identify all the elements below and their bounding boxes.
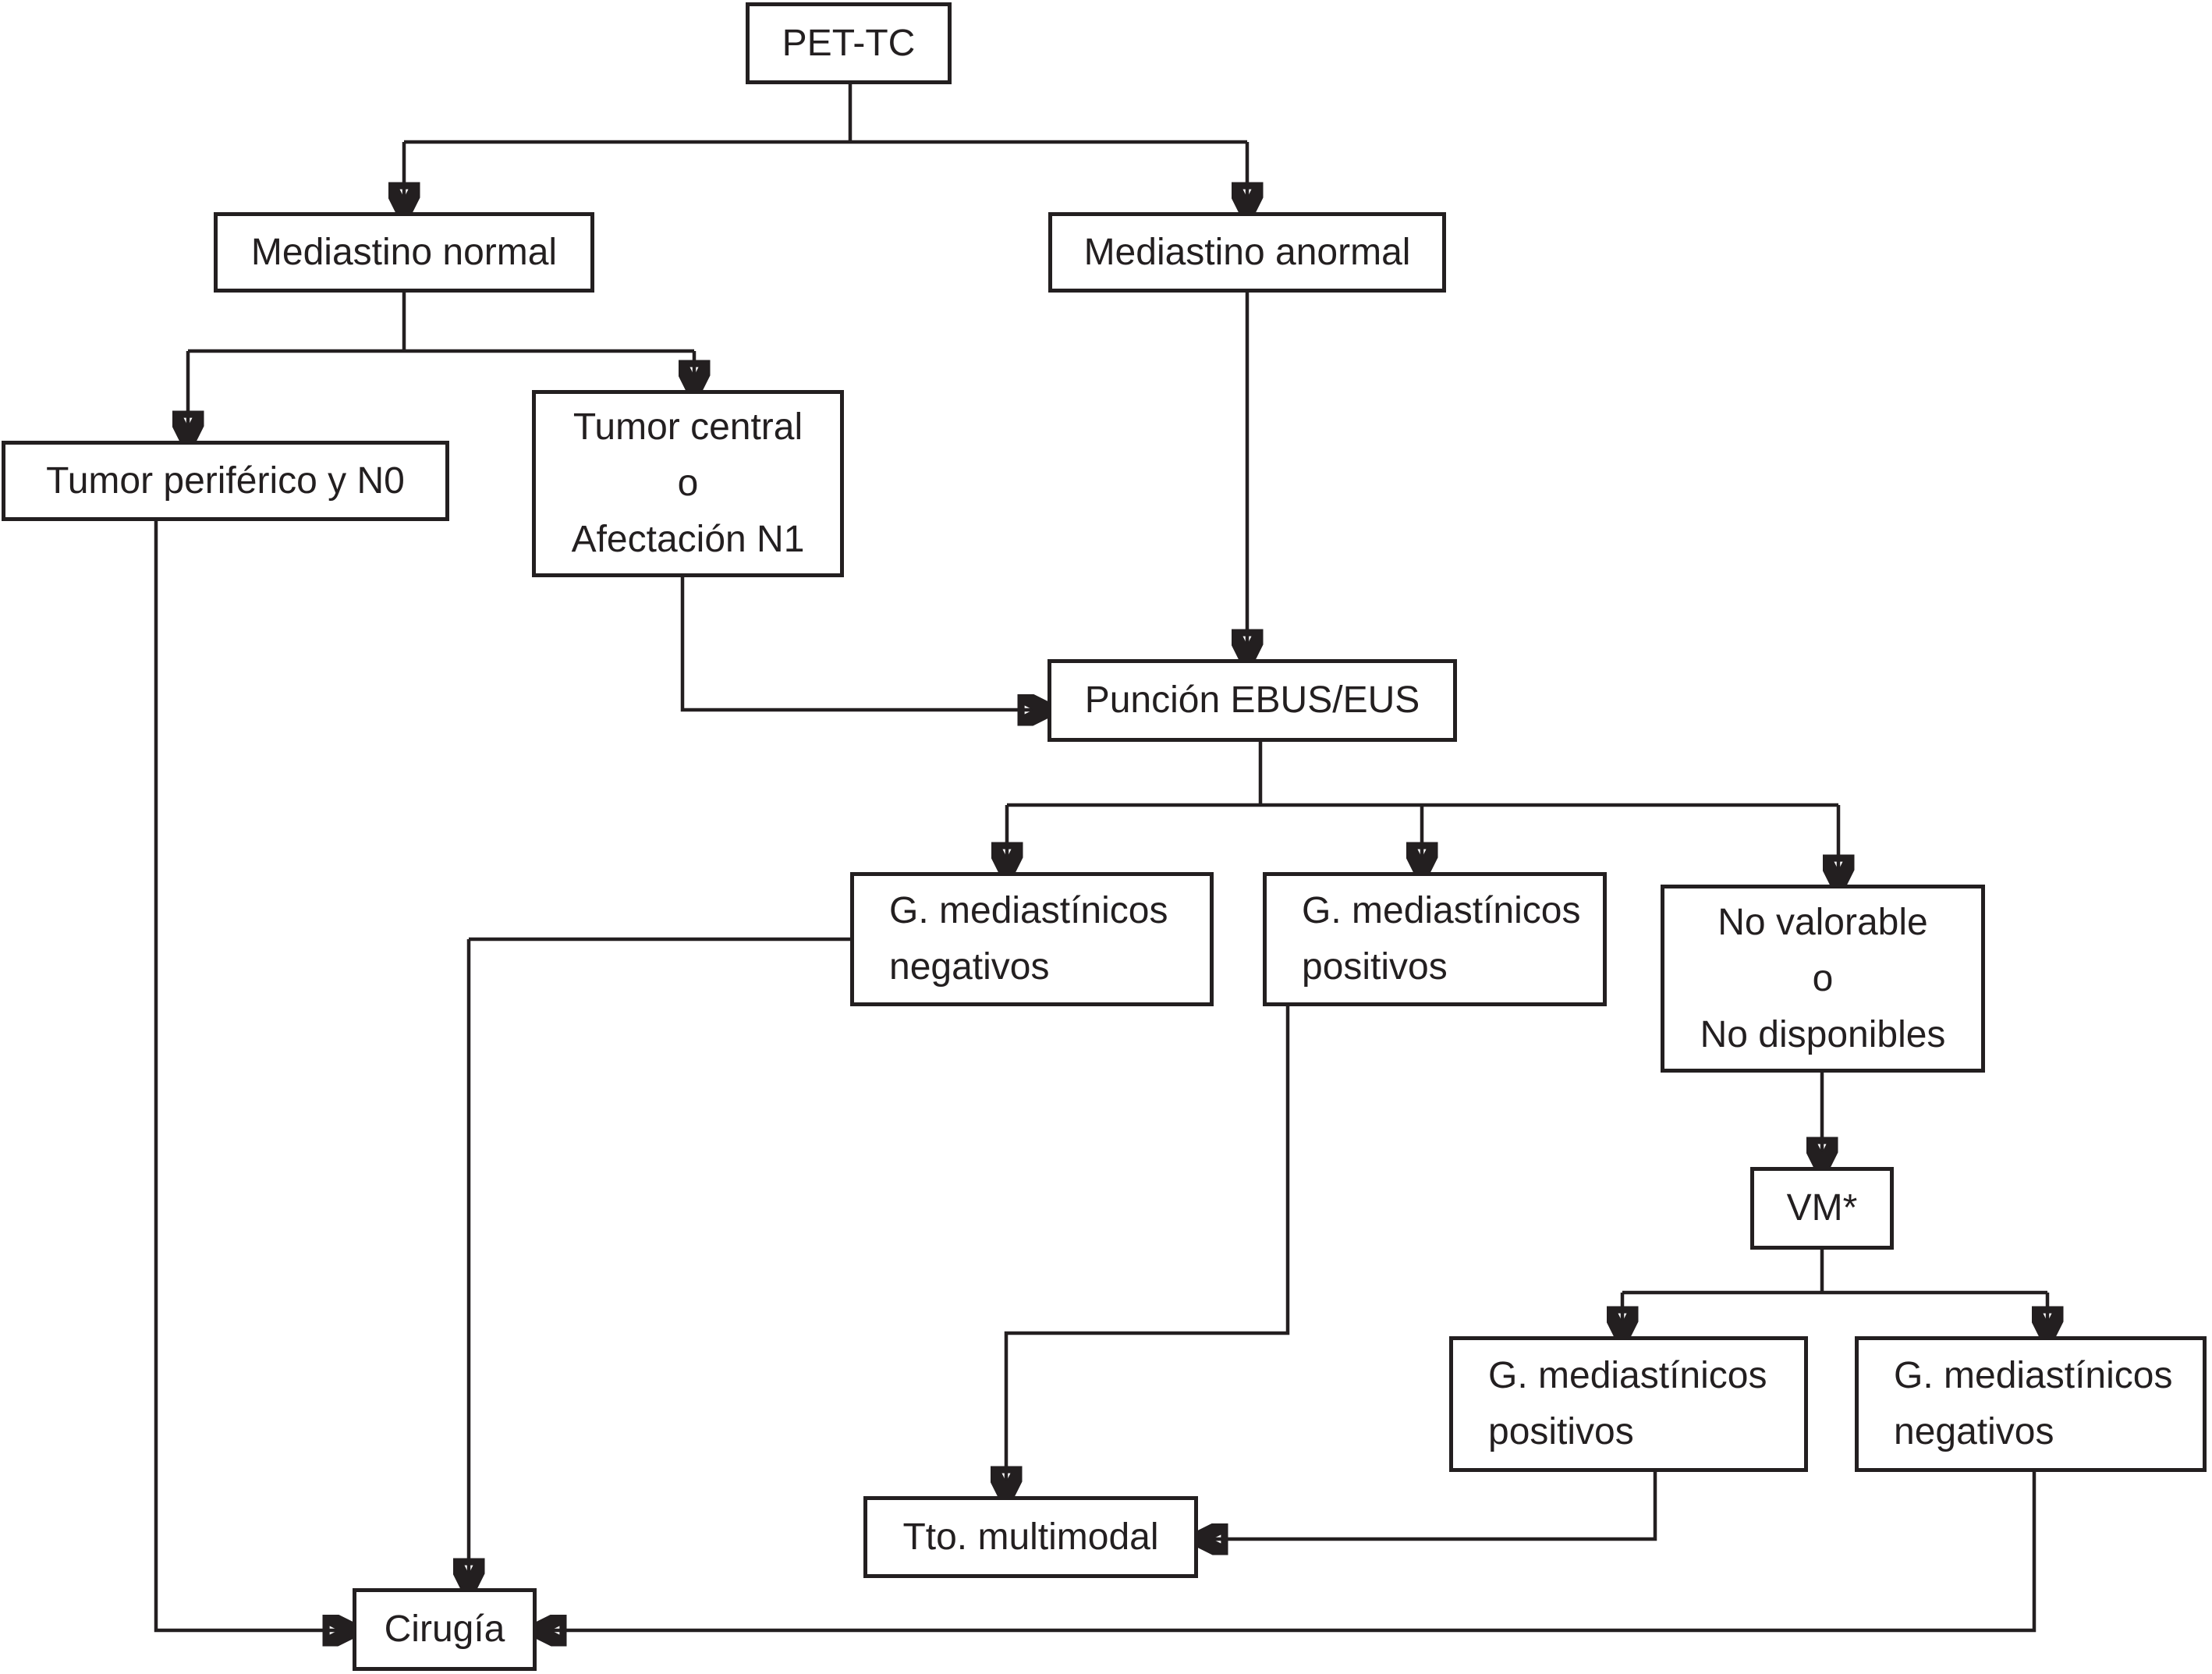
node-label: Punción EBUS/EUS	[1084, 679, 1420, 721]
node-label: Mediastino normal	[250, 231, 558, 273]
node-mediastino-anormal: Mediastino anormal	[1048, 212, 1446, 293]
node-label-line: o	[1812, 957, 1834, 999]
node-label: PET-TC	[782, 22, 916, 64]
node-puncion-ebus-eus: Punción EBUS/EUS	[1048, 659, 1457, 742]
node-label-line: G. mediastínicos	[1488, 1355, 1767, 1396]
node-label-line: No disponibles	[1700, 1013, 1946, 1055]
node-label: Mediastino anormal	[1083, 231, 1411, 273]
node-label-line: positivos	[1488, 1411, 1634, 1452]
node-mediastino-normal: Mediastino normal	[214, 212, 594, 293]
edge-tumorperiferico-to-cirugia	[154, 521, 353, 1630]
node-label-line: positivos	[1302, 946, 1448, 988]
node-g-mediastinicos-negativos-vm: G. mediastínicos negativos	[1855, 1336, 2207, 1472]
node-label-line: negativos	[889, 946, 1050, 988]
node-label-line: G. mediastínicos	[1302, 890, 1581, 931]
node-pet-tc: PET-TC	[746, 2, 952, 84]
node-label-line: Afectación N1	[571, 519, 805, 560]
node-no-valorable: No valorable o No disponibles	[1661, 885, 1985, 1073]
node-label-line: o	[677, 463, 699, 504]
edge-tumorcentral-to-puncion	[680, 577, 1048, 710]
node-g-mediastinicos-negativos: G. mediastínicos negativos	[850, 872, 1214, 1006]
node-tumor-central-n1: Tumor central o Afectación N1	[532, 390, 844, 577]
node-g-mediastinicos-positivos: G. mediastínicos positivos	[1263, 872, 1607, 1006]
node-vm: VM*	[1750, 1167, 1894, 1250]
node-label: VM*	[1786, 1187, 1858, 1229]
edge-gnegvm-to-cirugia	[537, 1472, 2037, 1630]
node-label-line: G. mediastínicos	[889, 890, 1168, 931]
node-label-line: No valorable	[1717, 901, 1928, 943]
node-label: Tumor periférico y N0	[46, 459, 405, 502]
node-tto-multimodal: Tto. multimodal	[863, 1496, 1198, 1578]
node-label-line: G. mediastínicos	[1894, 1355, 2173, 1396]
node-label: Tto. multimodal	[902, 1516, 1159, 1558]
node-cirugia: Cirugía	[353, 1588, 537, 1671]
edge-gposmid-to-ttomultimodal	[1006, 1006, 1290, 1496]
node-g-mediastinicos-positivos-vm: G. mediastínicos positivos	[1449, 1336, 1808, 1472]
node-tumor-periferico-n0: Tumor periférico y N0	[2, 441, 449, 521]
node-label: Cirugía	[384, 1608, 505, 1650]
node-label-line: negativos	[1894, 1411, 2054, 1452]
edge-gposvm-to-ttomultimodal	[1198, 1472, 1657, 1539]
node-label-line: Tumor central	[572, 406, 803, 448]
